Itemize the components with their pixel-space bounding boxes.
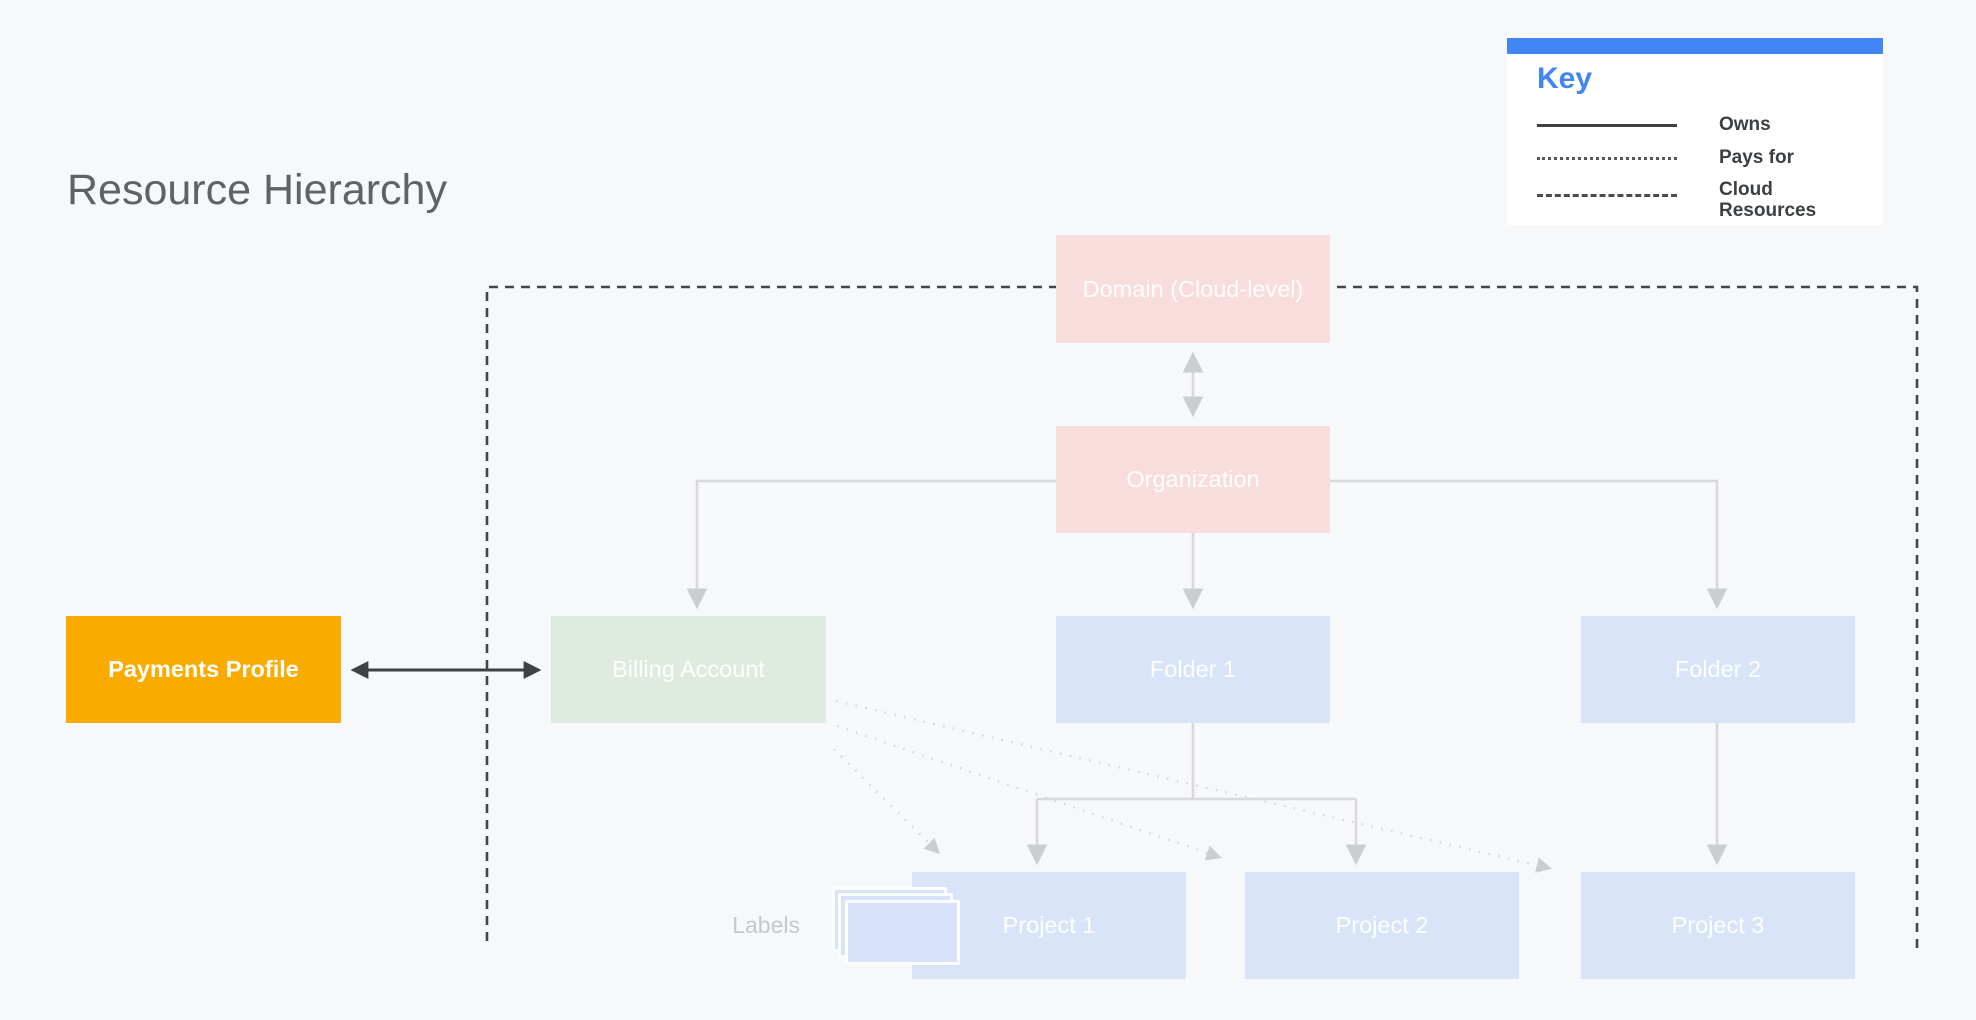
owns-connectors <box>686 351 1728 866</box>
node-folder-2-label: Folder 2 <box>1674 656 1762 682</box>
labels-stack-icon <box>832 887 960 965</box>
node-project-1-label: Project 1 <box>1002 912 1096 938</box>
edge-billing-project-3 <box>835 699 1553 873</box>
pays-for-line-sample <box>1537 157 1677 160</box>
node-folder-1: Folder 1 <box>1056 616 1330 723</box>
legend-label-owns: Owns <box>1719 114 1771 135</box>
label-card-front <box>845 900 960 965</box>
legend-label-pays-for: Pays for <box>1719 147 1794 168</box>
node-project-2: Project 2 <box>1245 872 1519 979</box>
legend-accent-bar <box>1507 38 1883 54</box>
node-project-3-label: Project 3 <box>1671 912 1765 938</box>
node-folder-2: Folder 2 <box>1581 616 1855 723</box>
legend-panel: Key Owns Pays for Cloud Resources <box>1507 38 1883 225</box>
pays-for-connectors <box>833 699 1553 873</box>
labels-caption: Labels <box>732 912 800 938</box>
node-billing-account-label: Billing Account <box>612 656 765 682</box>
node-billing-account: Billing Account <box>551 616 826 723</box>
node-organization: Organization <box>1056 426 1330 533</box>
edge-billing-project-2 <box>836 724 1222 861</box>
legend-heading: Key <box>1537 62 1593 95</box>
node-folder-1-label: Folder 1 <box>1149 656 1237 682</box>
edge-organization-billing-account <box>686 479 1056 610</box>
owns-line-sample <box>1537 124 1677 127</box>
node-payments-profile: Payments Profile <box>66 616 341 723</box>
node-domain-label: Domain (Cloud-level) <box>1082 275 1304 302</box>
edge-organization-folder-2 <box>1330 479 1728 610</box>
cloud-resources-line-sample <box>1537 194 1677 197</box>
edge-folder-1-tee <box>1037 723 1356 801</box>
node-domain: Domain (Cloud-level) <box>1056 235 1330 343</box>
node-organization-label: Organization <box>1126 466 1260 492</box>
node-project-2-label: Project 2 <box>1335 912 1429 938</box>
node-project-3: Project 3 <box>1581 872 1855 979</box>
legend-label-cloud-resources: Cloud Resources <box>1719 179 1817 221</box>
node-payments-profile-label: Payments Profile <box>108 656 299 682</box>
edge-billing-project-1 <box>833 748 941 855</box>
page-title: Resource Hierarchy <box>67 166 447 214</box>
